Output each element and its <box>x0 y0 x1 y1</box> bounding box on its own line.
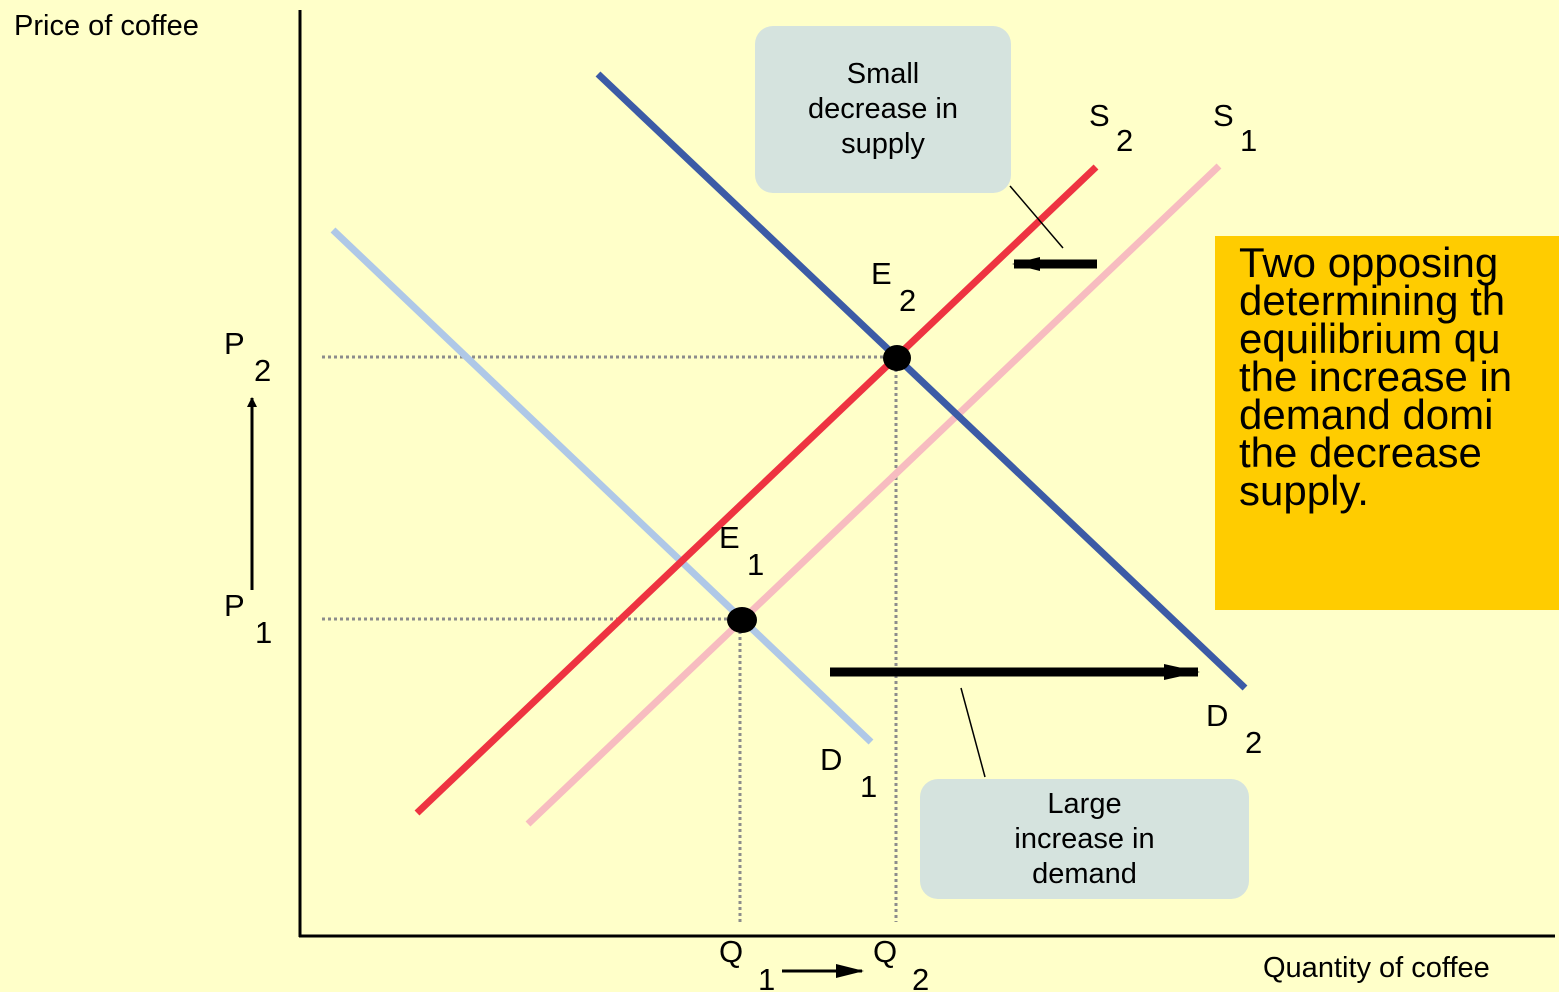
x-axis-title: Quantity of coffee <box>1263 952 1490 984</box>
demand-callout-leader <box>960 687 986 778</box>
demand-increase-callout: Large increase in demand <box>920 779 1249 899</box>
supply-curve-s1 <box>525 163 1222 827</box>
equilibrium-point-e1 <box>727 607 757 633</box>
supply-curve-s2 <box>414 164 1099 816</box>
demand-curve-d2 <box>595 71 1248 691</box>
y-axis-title: Price of coffee <box>14 10 199 42</box>
equilibrium-point-e2 <box>883 345 911 371</box>
explanation-note: Two opposing determining th equilibrium … <box>1215 236 1559 610</box>
supply-callout-leader <box>1009 185 1064 249</box>
demand-curve-d1 <box>330 227 874 745</box>
supply-decrease-callout: Small decrease in supply <box>755 26 1011 193</box>
